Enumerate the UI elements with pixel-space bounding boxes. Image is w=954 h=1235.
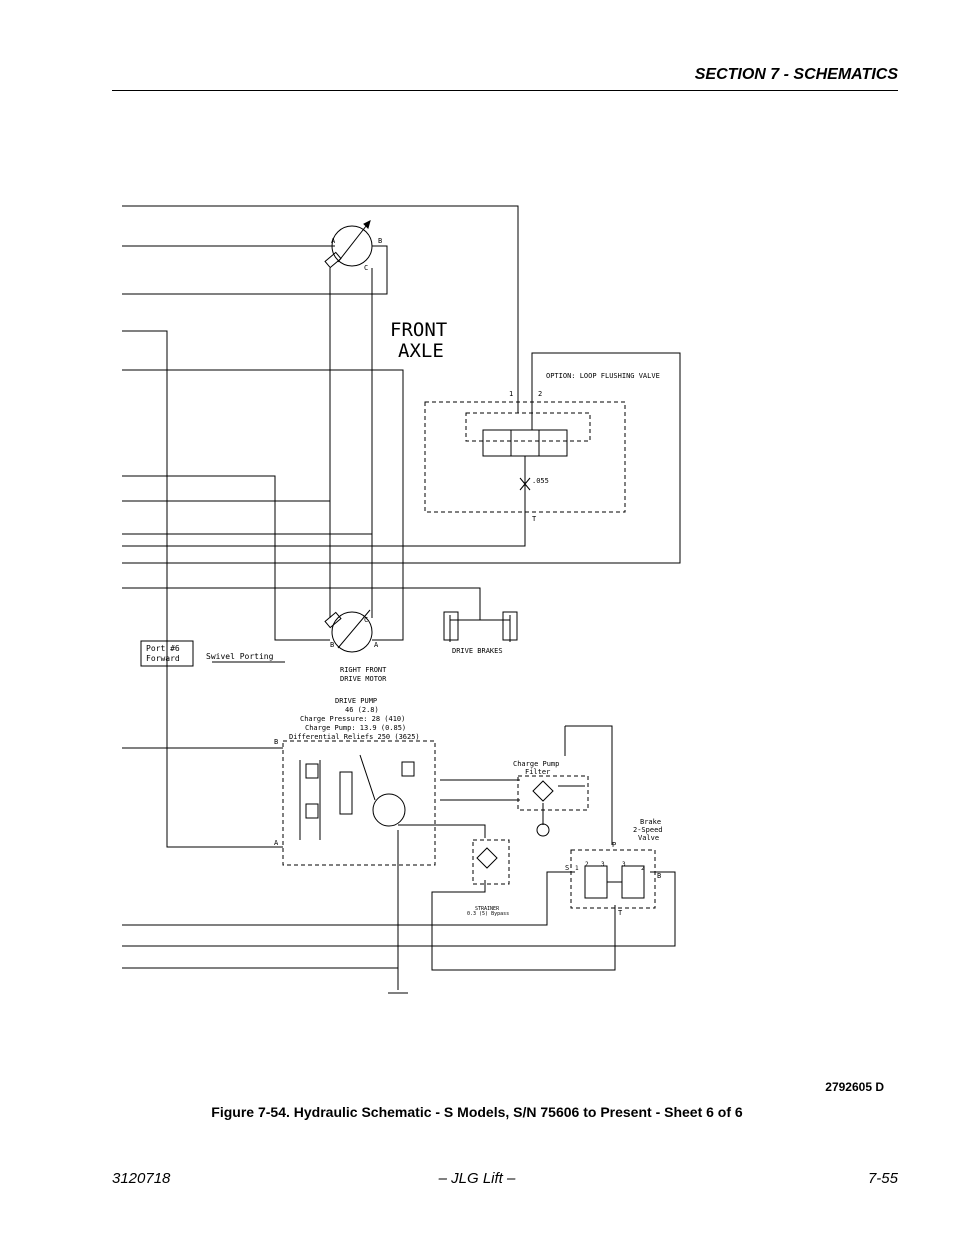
loop-flushing-valve [424,401,626,520]
port6-box [140,640,194,667]
top-motor-port-a: A [331,237,336,245]
drive-pump-label-1: DRIVE PUMP [335,697,377,705]
drive-pump-symbol [282,740,436,866]
front-axle-label-1: FRONT [390,319,447,341]
brake-valve-num-4: 3 [622,861,626,868]
top-motor-port-c: C [364,264,368,272]
brake-valve-port-b: B [657,872,661,880]
flushing-port-1: 1 [509,390,513,398]
drive-pump-label-3: Charge Pressure: 28 (410) [300,715,405,723]
strainer-symbol [472,839,510,885]
brake-valve-label-2: 2-Speed [633,826,663,834]
pump-port-b: B [274,738,278,746]
front-axle-label-2: AXLE [398,340,444,362]
brake-valve-label-3: Valve [638,834,659,842]
port6-label-1: Port #6 [146,644,180,653]
brake-valve-num-3: 3 [601,861,605,868]
drive-pump-label-5: Differential Reliefs 250 (3625) [289,733,420,741]
orifice-size: .055 [532,477,549,485]
footer-company: – JLG Lift – [438,1170,516,1187]
drive-pump-label-4: Charge Pump: 13.9 (0.85) [305,724,406,732]
brake-valve-num-2: 2 [585,861,589,868]
drawing-number: 2792605 D [825,1080,884,1094]
figure-caption: Figure 7-54. Hydraulic Schematic - S Mod… [211,1104,743,1120]
brake-valve-num-5: 2 [641,865,645,872]
drive-pump-label-2: 46 (2.8) [345,706,379,714]
port6-label-2: Forward [146,654,180,663]
top-motor-port-b: B [378,237,382,245]
section-title: SECTION 7 - SCHEMATICS [694,66,898,83]
brake-valve-port-s: S [565,864,569,872]
charge-filter-label-2: Filter [525,768,550,776]
flushing-port-t: T [532,515,537,523]
charge-filter-label-1: Charge Pump [513,760,559,768]
rf-motor-port-a: A [374,641,379,649]
rf-motor-port-c: C [364,616,368,624]
flushing-port-2: 2 [538,390,542,398]
brake-valve-num-1: 1 [575,865,579,872]
charge-pump-filter-symbol [517,775,589,837]
drive-brakes-symbol [443,611,518,641]
rf-motor-port-b: B [330,641,334,649]
brake-valve-port-t: T [618,909,623,917]
swivel-porting-label: Swivel Porting [206,652,274,661]
strainer-label-2: 0.3 (5) Bypass [467,911,509,917]
drive-motor-label: DRIVE MOTOR [340,675,387,683]
strainer-label-1: STRAINER [475,906,500,912]
brake-valve-port-p: P [612,841,616,849]
top-motor-symbol [324,220,373,269]
brake-2-speed-valve-symbol [570,849,656,909]
footer-page-number: 7-55 [867,1170,898,1187]
brake-valve-label-1: Brake [640,818,661,826]
drive-brakes-label: DRIVE BRAKES [452,647,503,655]
pump-port-a: A [274,839,279,847]
page-header: SECTION 7 - SCHEMATICS [112,64,898,91]
option-loop-flushing-label: OPTION: LOOP FLUSHING VALVE [546,372,660,380]
footer-doc-number: 3120718 [112,1170,171,1187]
right-front-drive-motor-symbol [324,609,373,653]
right-front-label: RIGHT FRONT [340,666,387,674]
